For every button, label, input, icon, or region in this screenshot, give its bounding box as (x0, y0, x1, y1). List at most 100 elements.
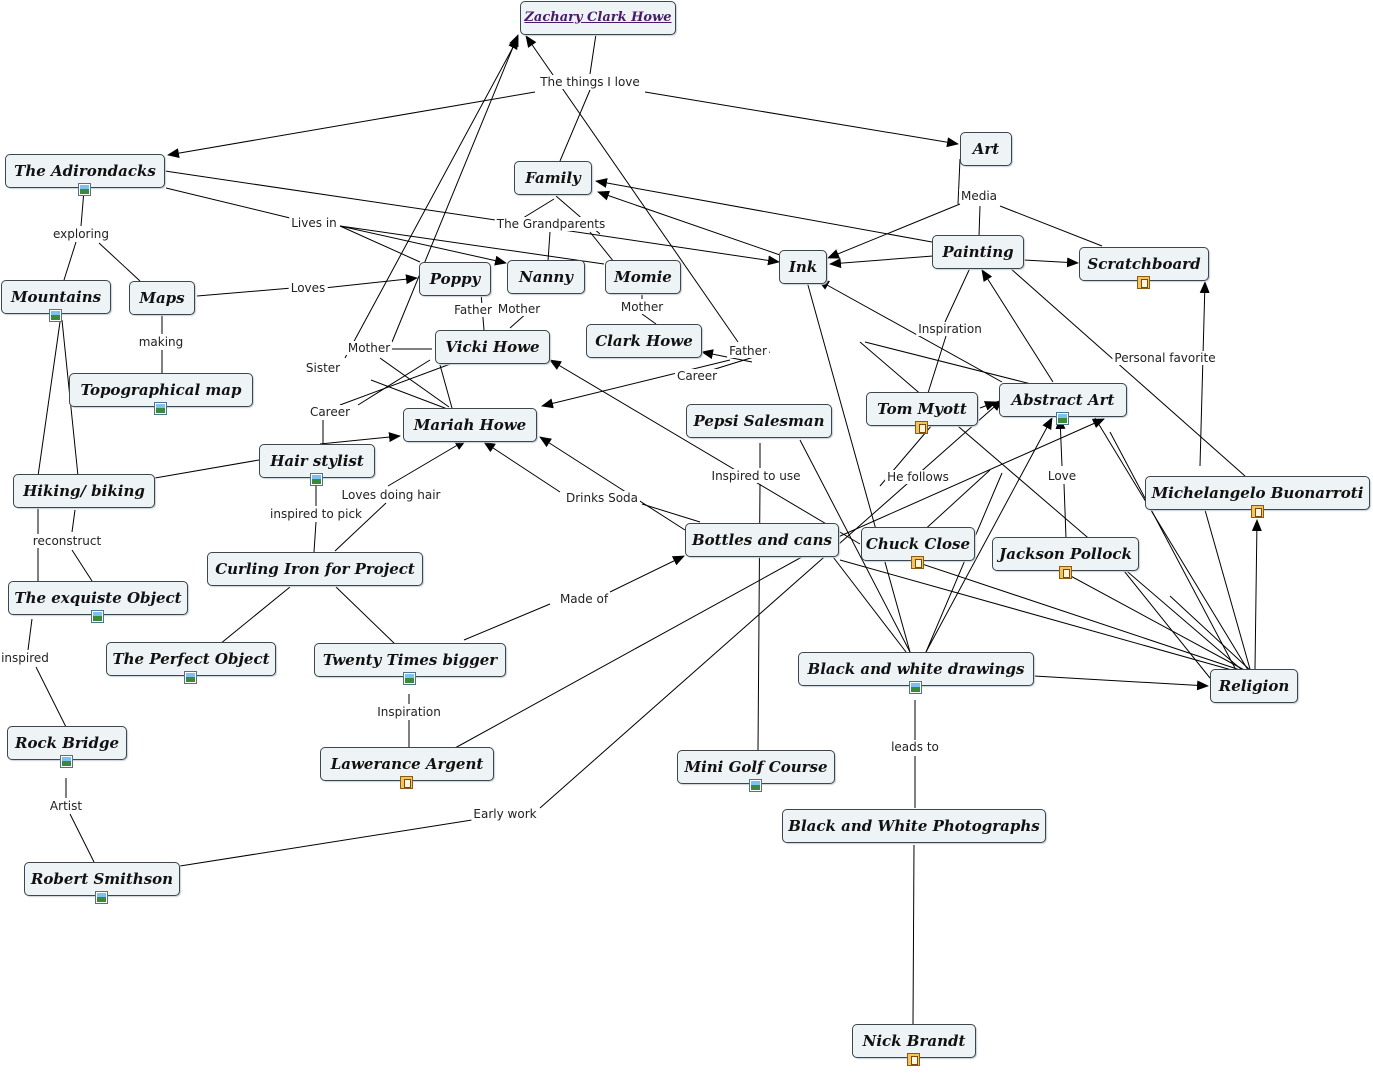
node-hiking-biking[interactable]: Hiking/ biking (13, 474, 155, 508)
link-label-loves-doing-hair: Loves doing hair (339, 488, 443, 502)
image-icon[interactable] (78, 183, 91, 196)
connector-line (319, 432, 401, 445)
node-robert-smithson[interactable]: Robert Smithson (24, 862, 180, 904)
connector-line (981, 269, 1054, 383)
node-label: The Perfect Object (112, 650, 270, 668)
connector-line (641, 313, 657, 325)
connector-line (334, 502, 387, 552)
connector-line (323, 274, 418, 289)
image-icon[interactable] (184, 671, 197, 684)
document-icon[interactable] (907, 1053, 920, 1066)
connector-line (344, 37, 519, 359)
connector-line (63, 241, 77, 281)
link-label-personal-favorite: Personal favorite (1112, 351, 1218, 365)
node-art[interactable]: Art (960, 132, 1012, 166)
document-icon[interactable] (1058, 566, 1072, 579)
node-painting[interactable]: Painting (932, 235, 1024, 269)
connector-line (165, 187, 291, 219)
node-mariah-howe[interactable]: Mariah Howe (403, 408, 537, 442)
image-icon[interactable] (60, 755, 73, 768)
node-abstract-art[interactable]: Abstract Art (999, 383, 1127, 425)
node-tom-myott[interactable]: Tom Myott (866, 392, 978, 434)
link-label-career: Career (307, 405, 353, 419)
node-label: Mini Golf Course (684, 758, 828, 776)
link-label-mother: Mother (618, 300, 666, 314)
node-vicki-howe[interactable]: Vicki Howe (435, 330, 550, 364)
node-label: Religion (1218, 677, 1290, 695)
link-label-loves: Loves (288, 281, 328, 295)
image-icon[interactable] (154, 402, 167, 415)
node-family[interactable]: Family (514, 161, 592, 195)
image-icon[interactable] (749, 779, 762, 792)
connector-line (547, 231, 551, 262)
node-nanny[interactable]: Nanny (507, 260, 585, 294)
node-jackson-pollock[interactable]: Jackson Pollock (992, 537, 1139, 579)
connector-line (1204, 509, 1251, 670)
node-label: Hair stylist (270, 452, 364, 470)
node-black-and-white-photographs[interactable]: Black and White Photographs (782, 809, 1046, 843)
image-icon[interactable] (909, 681, 922, 694)
connector-line (597, 190, 781, 256)
image-icon[interactable] (91, 610, 104, 623)
node-michelangelo-buonarroti[interactable]: Michelangelo Buonarroti (1145, 476, 1370, 518)
node-pepsi-salesman[interactable]: Pepsi Salesman (686, 404, 832, 438)
node-lawerance-argent[interactable]: Lawerance Argent (320, 747, 494, 789)
connector-line (1094, 417, 1249, 671)
node-maps[interactable]: Maps (129, 281, 195, 315)
image-icon[interactable] (95, 891, 108, 904)
node-label: Momie (614, 268, 672, 286)
node-the-adirondacks[interactable]: The Adirondacks (5, 154, 165, 196)
link-label-inspiration: Inspiration (375, 705, 443, 719)
link-label-mother: Mother (495, 302, 543, 316)
document-icon[interactable] (1137, 276, 1150, 289)
document-icon[interactable] (1250, 505, 1264, 518)
connector-line (164, 170, 780, 266)
node-exquisite-object[interactable]: The exquiste Object (8, 581, 188, 623)
node-zachary-clark-howe[interactable]: Zachary Clark Howe (520, 1, 676, 35)
image-icon[interactable] (310, 473, 323, 486)
node-hair-stylist[interactable]: Hair stylist (259, 444, 375, 486)
node-label: Mariah Howe (413, 416, 527, 434)
node-mini-golf-course[interactable]: Mini Golf Course (677, 750, 835, 792)
node-label: Poppy (429, 270, 481, 288)
connector-line (35, 666, 67, 728)
connector-line (999, 205, 1103, 247)
image-icon[interactable] (403, 672, 416, 685)
node-perfect-object[interactable]: The Perfect Object (106, 642, 276, 684)
node-scratchboard[interactable]: Scratchboard (1079, 247, 1209, 289)
node-ink[interactable]: Ink (779, 250, 827, 284)
node-religion[interactable]: Religion (1210, 669, 1298, 703)
document-icon[interactable] (400, 776, 413, 789)
node-clark-howe[interactable]: Clark Howe (586, 324, 702, 358)
node-curling-iron[interactable]: Curling Iron for Project (207, 552, 423, 586)
connector-line (1055, 417, 1066, 467)
link-label-media: Media (958, 189, 1000, 203)
document-icon[interactable] (915, 421, 928, 434)
node-momie[interactable]: Momie (605, 260, 681, 294)
image-icon[interactable] (49, 309, 62, 322)
node-poppy[interactable]: Poppy (419, 262, 491, 296)
node-topographical-map[interactable]: Topographical map (69, 373, 253, 415)
node-mountains[interactable]: Mountains (1, 280, 111, 322)
node-chuck-close[interactable]: Chuck Close (861, 527, 975, 569)
connector-line (539, 436, 686, 531)
node-black-and-white-drawings[interactable]: Black and white drawings (798, 652, 1034, 694)
connector-line (370, 379, 451, 411)
node-nick-brandt[interactable]: Nick Brandt (852, 1024, 976, 1066)
node-twenty-times-bigger[interactable]: Twenty Times bigger (314, 643, 506, 685)
connector-line (1251, 519, 1262, 670)
node-bottles-and-cans[interactable]: Bottles and cans (685, 523, 839, 557)
node-label: Vicki Howe (445, 338, 540, 356)
connector-line (1199, 281, 1210, 467)
connector-line (641, 503, 701, 523)
node-label: Lawerance Argent (330, 755, 484, 773)
link-label-made-of: Made of (557, 592, 611, 606)
connector-line (589, 33, 597, 75)
connector-line (196, 287, 293, 297)
connector-line (541, 359, 731, 409)
image-icon[interactable] (1056, 412, 1069, 425)
connector-line (819, 418, 1105, 546)
connector-line (944, 267, 971, 323)
node-rock-bridge[interactable]: Rock Bridge (7, 726, 127, 768)
document-icon[interactable] (911, 556, 924, 569)
